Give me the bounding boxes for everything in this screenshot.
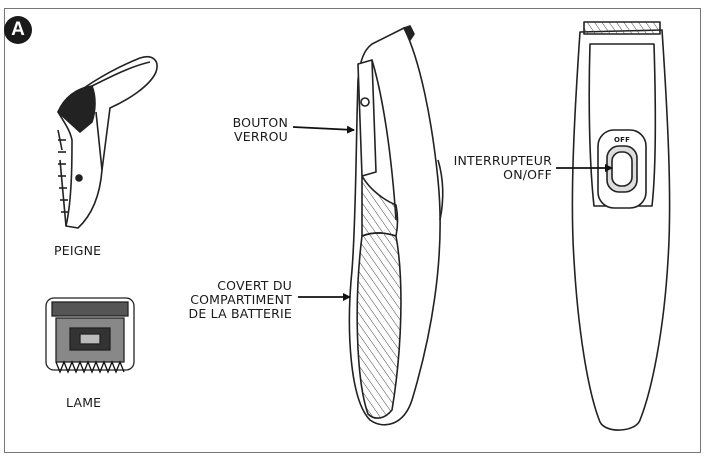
clipper-front-view bbox=[571, 21, 671, 431]
lock-button-label: BOUTON VERROU bbox=[196, 116, 288, 144]
battery-cover-label-line1: COVERT DU bbox=[217, 278, 292, 293]
switch-marking: OFF bbox=[613, 136, 631, 144]
figure-badge: A bbox=[4, 16, 32, 44]
figure-frame bbox=[4, 8, 701, 453]
battery-cover-label-line2: COMPARTIMENT bbox=[190, 292, 292, 307]
comb-attachment bbox=[57, 56, 158, 229]
switch-label: INTERRUPTEUR ON/OFF bbox=[446, 154, 552, 182]
blade-attachment bbox=[45, 297, 135, 374]
switch-label-line1: INTERRUPTEUR bbox=[453, 153, 552, 168]
battery-cover-label: COVERT DU COMPARTIMENT DE LA BATTERIE bbox=[160, 279, 292, 321]
clipper-side-view bbox=[348, 25, 444, 426]
blade-label: LAME bbox=[66, 395, 102, 410]
lock-button-label-line2: VERROU bbox=[233, 129, 288, 144]
battery-cover-label-line3: DE LA BATTERIE bbox=[188, 306, 292, 321]
lock-button-label-line1: BOUTON bbox=[232, 115, 288, 130]
comb-label: PEIGNE bbox=[54, 243, 102, 258]
switch-label-line2: ON/OFF bbox=[503, 167, 552, 182]
lock-button-arrow bbox=[292, 125, 355, 134]
